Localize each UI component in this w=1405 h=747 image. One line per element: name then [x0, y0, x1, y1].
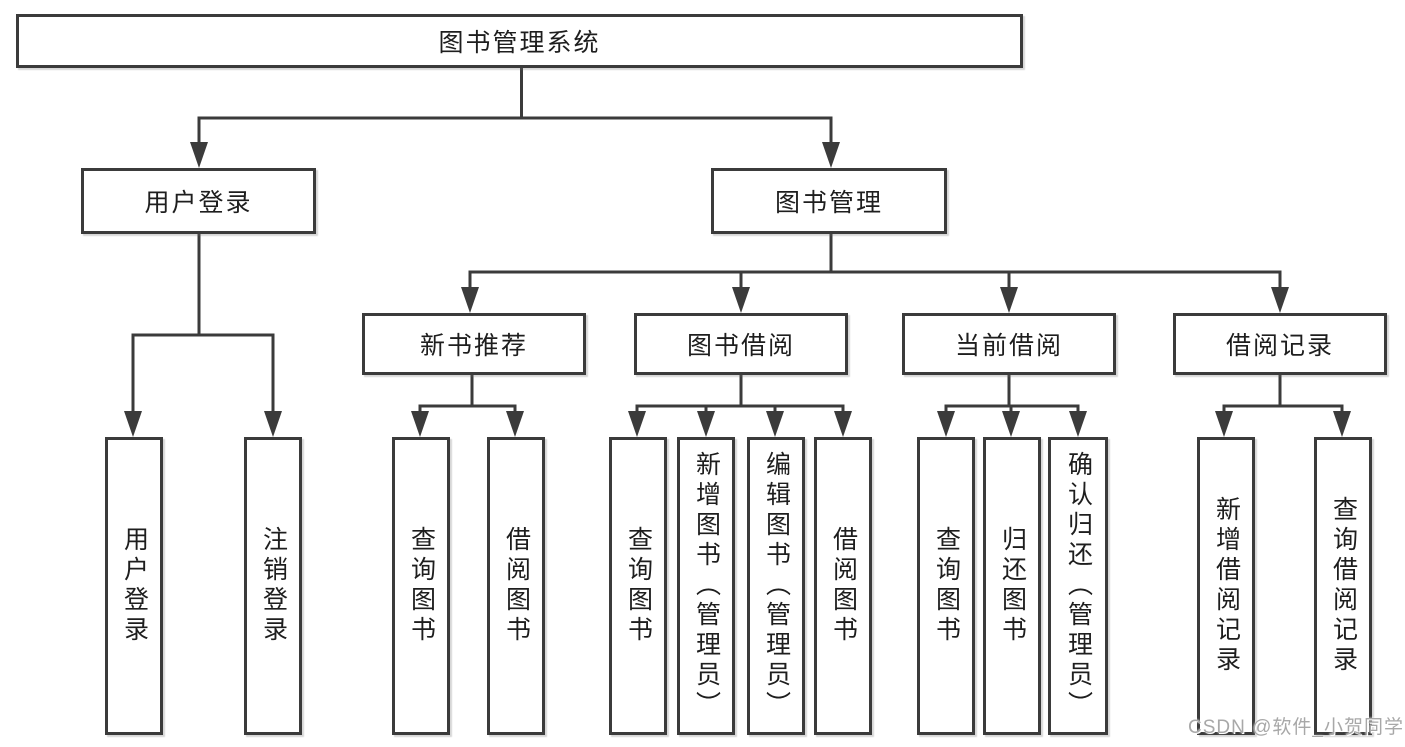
- leaf-query-books-3: 查询图书: [917, 437, 975, 735]
- leaf-borrow-books-1: 借阅图书: [487, 437, 545, 735]
- leaf-add-book-admin: 新增图书（管理员）: [677, 437, 735, 735]
- leaf-query-books-1: 查询图书: [392, 437, 450, 735]
- leaf-borrow-books-2: 借阅图书: [814, 437, 872, 735]
- node-user-login: 用户登录: [81, 168, 316, 234]
- leaf-query-borrow-record: 查询借阅记录: [1314, 437, 1372, 735]
- node-new-book-recommend: 新书推荐: [362, 313, 586, 375]
- node-borrow-records: 借阅记录: [1173, 313, 1387, 375]
- csdn-watermark: CSDN @软件_小贺同学: [1188, 717, 1404, 738]
- leaf-edit-book-admin: 编辑图书（管理员）: [747, 437, 805, 735]
- leaf-query-books-2: 查询图书: [609, 437, 667, 735]
- leaf-logout: 注销登录: [244, 437, 302, 735]
- leaf-user-login: 用户登录: [105, 437, 163, 735]
- leaf-confirm-return-admin: 确认归还（管理员）: [1048, 437, 1108, 735]
- leaf-add-borrow-record: 新增借阅记录: [1197, 437, 1255, 735]
- leaf-return-book: 归还图书: [983, 437, 1041, 735]
- node-root: 图书管理系统: [16, 14, 1023, 68]
- node-book-borrow: 图书借阅: [634, 313, 848, 375]
- node-book-management: 图书管理: [711, 168, 947, 234]
- node-current-borrow: 当前借阅: [902, 313, 1116, 375]
